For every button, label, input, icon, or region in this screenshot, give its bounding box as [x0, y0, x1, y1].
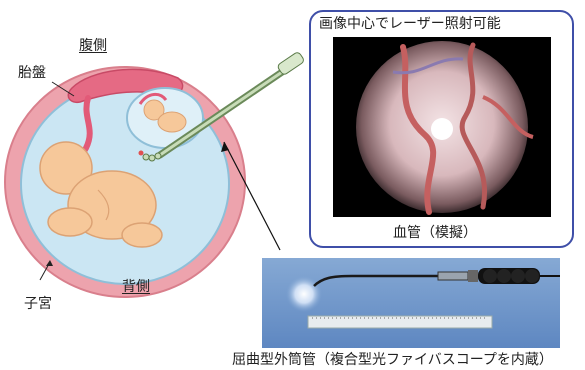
ruler: [308, 316, 492, 328]
front-side-label: 腹側: [79, 38, 107, 54]
endoscope-view-panel: 画像中心でレーザー照射可能 血管（模擬）: [309, 10, 574, 248]
device-handle: [478, 268, 540, 284]
device-caption: 屈曲型外筒管（複合型光ファイバスコープを内蔵）: [232, 352, 553, 368]
endoscope-image: [333, 37, 551, 217]
uterus-label: 子宮: [24, 296, 52, 312]
vessel-caption: 血管（模擬）: [393, 225, 477, 241]
back-side-label: 背側: [122, 279, 150, 295]
laser-spot: [431, 118, 453, 140]
device-photo: [262, 258, 560, 348]
placenta-label: 胎盤: [18, 65, 46, 81]
endoscope-title: 画像中心でレーザー照射可能: [319, 16, 501, 32]
